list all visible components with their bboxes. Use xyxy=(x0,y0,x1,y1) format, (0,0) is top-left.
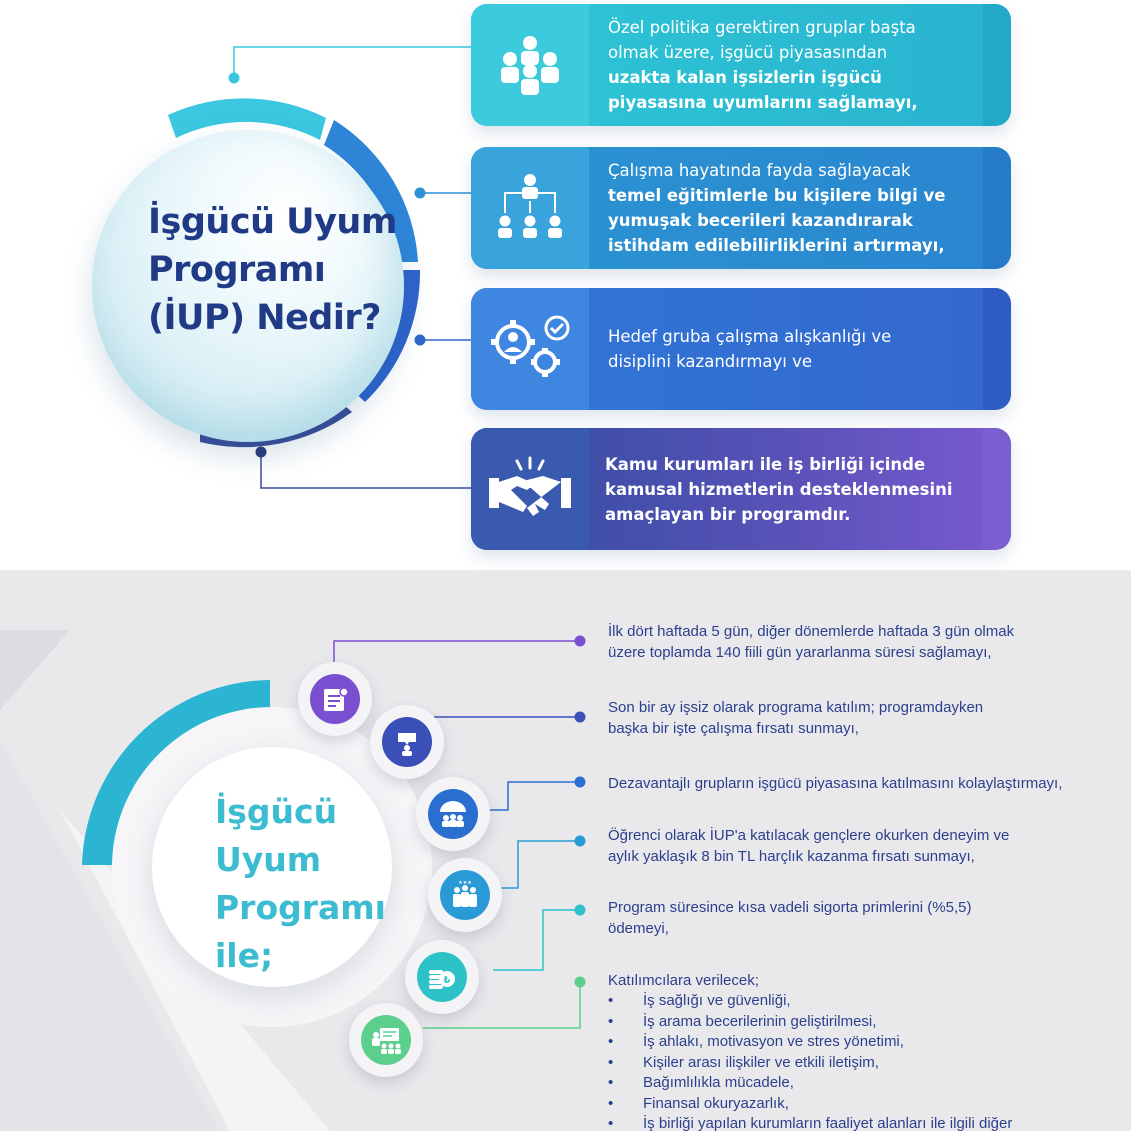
benefit-item: Program süresince kısa vadeli sigorta pr… xyxy=(608,897,971,939)
card-line: piyasasına uyumlarını sağlamayı, xyxy=(608,93,918,112)
card-text: Kamu kurumları ile iş birliği içinde kam… xyxy=(605,428,975,550)
card-text: Özel politika gerektiren gruplar başta o… xyxy=(608,4,978,126)
card-line: amaçlayan bir programdır. xyxy=(605,504,851,524)
list-item: Finansal okuryazarlık, xyxy=(608,1094,1012,1115)
benefit-line: ödemeyi, xyxy=(608,920,669,937)
list-item: Bağımlılıkla mücadele, xyxy=(608,1073,1012,1094)
classroom-training-icon xyxy=(372,1028,401,1054)
benefit-bubble: ★★★ xyxy=(428,858,502,932)
bubble-inner: ₺ xyxy=(417,952,467,1002)
page-title: İşgücü Uyum Programı (İUP) Nedir? xyxy=(148,198,398,342)
svg-text:₺: ₺ xyxy=(444,975,451,986)
bubble-inner xyxy=(382,717,432,767)
info-card-cooperation: Kamu kurumları ile iş birliği içinde kam… xyxy=(471,428,1011,550)
list-item: İş sağlığı ve güvenliği, xyxy=(608,991,1012,1012)
title-line: (İUP) Nedir? xyxy=(148,298,381,338)
umbrella-group-icon xyxy=(440,801,466,827)
benefit-intro: Katılımcılara verilecek; xyxy=(608,972,759,989)
benefit-line: İlk dört haftada 5 gün, diğer dönemlerde… xyxy=(608,623,1015,640)
benefit-item: İlk dört haftada 5 gün, diğer dönemlerde… xyxy=(608,621,1014,663)
benefit-line: Program süresince kısa vadeli sigorta pr… xyxy=(608,899,972,916)
iup-benefits-section: İşgücü Uyum Programı ile; xyxy=(0,570,1131,1131)
info-card-discipline: Hedef gruba çalışma alışkanlığı ve disip… xyxy=(471,288,1011,410)
icon-panel xyxy=(471,288,589,410)
benefit-item: Öğrenci olarak İUP'a katılacak gençlere … xyxy=(608,825,1009,867)
title-line: İşgücü Uyum xyxy=(148,202,397,242)
card-line: Çalışma hayatında fayda sağlayacak xyxy=(608,161,911,180)
info-card-training: Çalışma hayatında fayda sağlayacak temel… xyxy=(471,147,1011,269)
training-hierarchy-icon xyxy=(498,174,562,238)
list-item: İş birliği yapılan kurumların faaliyet a… xyxy=(608,1114,1012,1131)
title-line: İşgücü xyxy=(215,792,338,831)
benefit-line: aylık yaklaşık 8 bin TL harçlık kazanma … xyxy=(608,848,975,865)
training-topics-list: İş sağlığı ve güvenliği, İş arama beceri… xyxy=(608,991,1012,1131)
calendar-checklist-icon xyxy=(324,687,349,711)
benefit-line: başka bir işte çalışma fırsatı sunmayı, xyxy=(608,720,859,737)
card-line-text: olmak üzere, işgücü piyasasından xyxy=(608,43,888,62)
card-line: uzakta kalan işsizlerin işgücü xyxy=(608,68,882,87)
job-seeker-icon xyxy=(398,733,416,756)
card-line: kamusal hizmetlerin desteklenmesini xyxy=(605,479,953,499)
bubble-inner: ★★★ xyxy=(440,870,490,920)
title-line: Uyum xyxy=(215,840,322,879)
card-tab xyxy=(983,288,1011,410)
benefit-item-training-list: Katılımcılara verilecek; İş sağlığı ve g… xyxy=(608,970,1012,1131)
list-item: İş ahlakı, motivasyon ve stres yönetimi, xyxy=(608,1032,1012,1053)
benefit-bubble xyxy=(349,1003,423,1077)
benefit-item: Son bir ay işsiz olarak programa katılım… xyxy=(608,697,983,739)
bubble-inner xyxy=(310,674,360,724)
section-title: İşgücü Uyum Programı ile; xyxy=(215,788,405,980)
card-tab xyxy=(983,428,1011,550)
bubble-inner xyxy=(428,789,478,839)
benefit-line: Dezavantajlı grupların işgücü piyasasına… xyxy=(608,775,1063,792)
coins-lira-icon: ₺ xyxy=(429,970,455,989)
card-text: Çalışma hayatında fayda sağlayacak temel… xyxy=(608,147,978,269)
benefit-bubble: ₺ xyxy=(405,940,479,1014)
card-line: yumuşak becerileri kazandırarak xyxy=(608,211,913,230)
benefit-bubble xyxy=(298,662,372,736)
title-line: Programı xyxy=(148,250,326,290)
benefit-line: Son bir ay işsiz olarak programa katılım… xyxy=(608,699,984,716)
svg-text:★★★: ★★★ xyxy=(458,880,472,886)
handshake-icon xyxy=(489,456,571,516)
benefit-item: Dezavantajlı grupların işgücü piyasasına… xyxy=(608,773,1062,794)
info-card-labor-market: Özel politika gerektiren gruplar başta o… xyxy=(471,4,1011,126)
list-item: Kişiler arası ilişkiler ve etkili iletiş… xyxy=(608,1053,1012,1074)
students-icon: ★★★ xyxy=(453,880,477,907)
card-line: Hedef gruba çalışma alışkanlığı ve xyxy=(608,327,892,346)
gears-check-icon xyxy=(491,315,570,377)
icon-panel xyxy=(471,147,589,269)
title-line: Programı xyxy=(215,888,386,927)
card-line: istihdam edilebilirliklerini artırmayı, xyxy=(608,236,945,255)
card-line: disiplini kazandırmayı ve xyxy=(608,352,813,371)
icon-panel xyxy=(471,4,589,126)
benefit-line: üzere toplamda 140 fiili gün yararlanma … xyxy=(608,644,992,661)
card-line: olmak üzere, işgücü piyasasından xyxy=(608,40,978,65)
card-line: Kamu kurumları ile iş birliği içinde xyxy=(605,454,926,474)
card-line: temel eğitimlerle bu kişilere bilgi ve xyxy=(608,186,946,205)
bubble-inner xyxy=(361,1015,411,1065)
benefit-line: Öğrenci olarak İUP'a katılacak gençlere … xyxy=(608,827,1010,844)
benefit-bubble xyxy=(416,777,490,851)
iup-definition-section: İşgücü Uyum Programı (İUP) Nedir? Özel p… xyxy=(92,4,1011,550)
title-line: ile; xyxy=(215,936,274,975)
center-circle xyxy=(152,747,392,987)
card-text: Hedef gruba çalışma alışkanlığı ve disip… xyxy=(608,288,978,410)
card-tab xyxy=(983,4,1011,126)
list-item: İş arama becerilerinin geliştirilmesi, xyxy=(608,1012,1012,1033)
hero-circle xyxy=(92,130,404,442)
card-tab xyxy=(983,147,1011,269)
card-line: Özel politika gerektiren gruplar başta xyxy=(608,18,916,37)
icon-panel xyxy=(471,428,589,550)
benefit-bubble xyxy=(370,705,444,779)
group-people-icon xyxy=(501,36,559,95)
